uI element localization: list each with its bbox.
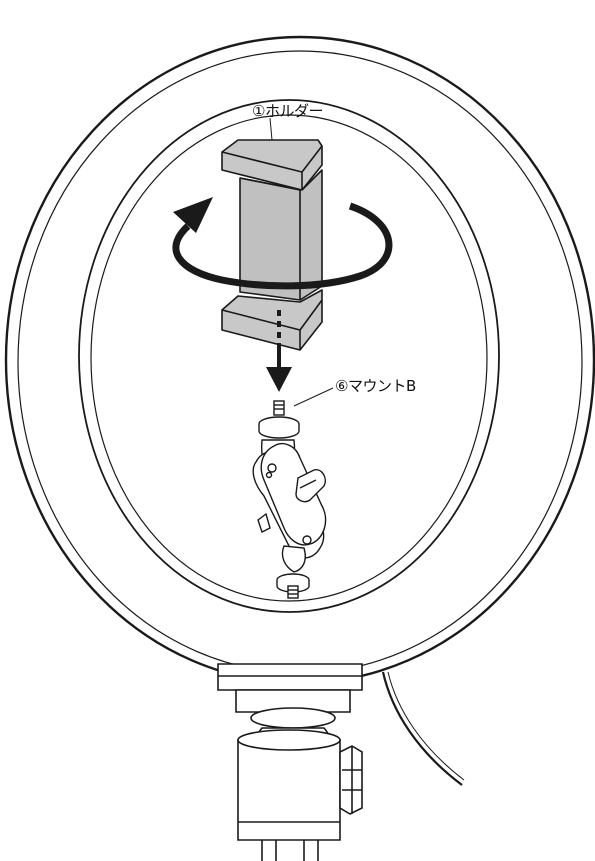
bottom-bracket (218, 664, 362, 712)
mount-b-label: ⑥マウントB (335, 375, 416, 396)
holder-label: ①ホルダー (252, 100, 323, 121)
ball-head (238, 708, 362, 861)
